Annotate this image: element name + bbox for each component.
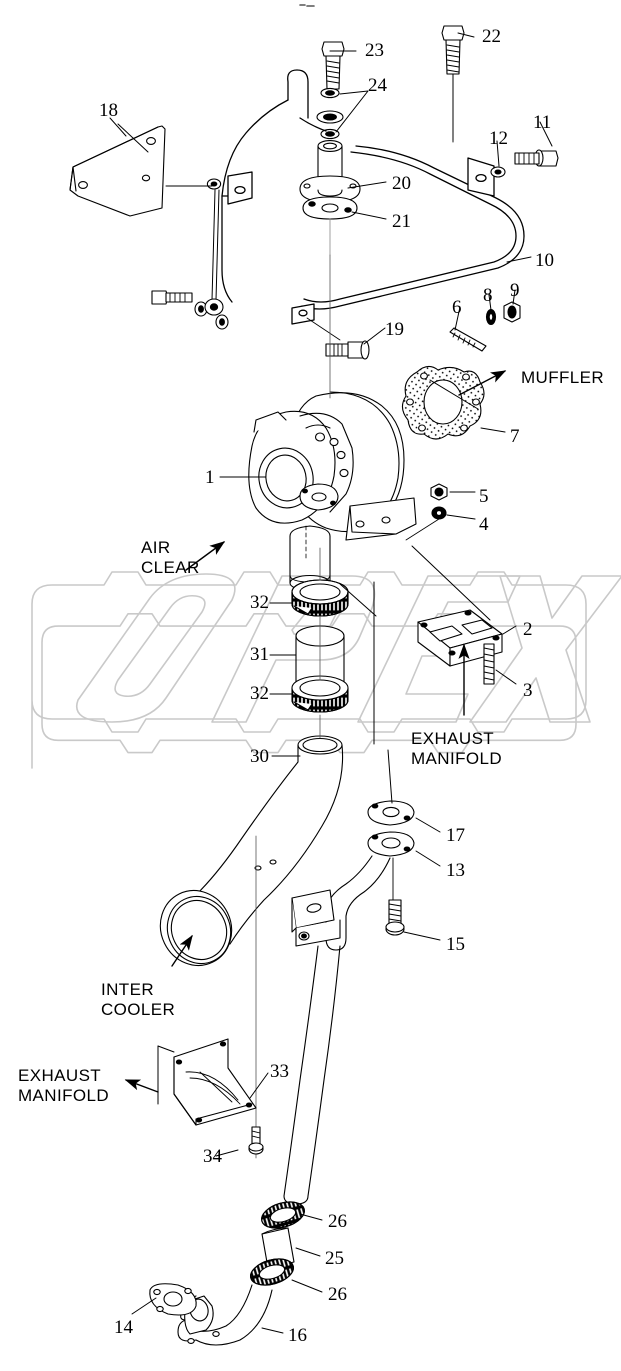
callout-22: 22 (482, 26, 501, 47)
part-13-gasket (367, 831, 415, 857)
annotation-air-clear: AIR CLEAR (141, 538, 200, 578)
annotation-arrows (124, 370, 507, 1105)
annotation-exhaust-manifold-low-line2: MANIFOLD (18, 1086, 110, 1105)
part-34-bolt (248, 1126, 264, 1155)
callout-24: 24 (368, 75, 387, 96)
part-18-support-bracket (69, 117, 166, 217)
annotation-exhaust-manifold-mid: EXHAUST MANIFOLD (411, 729, 502, 769)
part-21-gasket (302, 196, 358, 256)
oil-return-pipe-long (283, 945, 341, 1205)
part-15-bolt (385, 857, 405, 936)
callout-3: 3 (523, 680, 533, 701)
part-4-washer (405, 506, 447, 541)
pipe-clamp-bracket (291, 889, 341, 947)
callout-32-lower: 32 (250, 683, 269, 704)
callout-7: 7 (510, 426, 520, 447)
callout-15: 15 (446, 934, 465, 955)
callout-26-lower: 26 (328, 1284, 347, 1305)
callout-25: 25 (325, 1248, 344, 1269)
callout-6: 6 (452, 297, 462, 318)
scan-artifact (299, 4, 315, 7)
annotation-inter-cooler: INTER COOLER (101, 980, 175, 1020)
part-26-upper-clamp (261, 1201, 305, 1229)
callout-21: 21 (392, 211, 411, 232)
callout-31: 31 (250, 644, 269, 665)
annotation-exhaust-manifold-low: EXHAUST MANIFOLD (18, 1066, 109, 1106)
callout-32-upper: 32 (250, 592, 269, 613)
callout-17: 17 (446, 825, 465, 846)
callout-23: 23 (365, 40, 384, 61)
annotation-muffler: MUFFLER (521, 368, 605, 387)
callout-20: 20 (392, 173, 411, 194)
callout-2: 2 (523, 619, 533, 640)
part-14-gasket (149, 1283, 197, 1316)
callout-13: 13 (446, 860, 465, 881)
part-2-exhaust-gasket (417, 609, 503, 667)
callout-12: 12 (489, 128, 508, 149)
callout-19: 19 (385, 319, 404, 340)
part-32-upper-clamp (291, 579, 349, 617)
part-23-bolt (321, 41, 345, 90)
annotation-inter-cooler-line2: COOLER (101, 1000, 176, 1019)
callout-18: 18 (99, 100, 118, 121)
part-33-heat-shield (173, 1038, 257, 1126)
bolt-washer-cluster-left (151, 178, 229, 330)
annotation-exhaust-manifold-low-line1: EXHAUST (18, 1066, 102, 1085)
part-19-bolt (306, 317, 370, 360)
callout-14: 14 (114, 1317, 133, 1338)
callout-30: 30 (250, 746, 269, 767)
callout-1: 1 (205, 467, 215, 488)
part-17-gasket (367, 800, 415, 826)
leader-lines (117, 32, 553, 1334)
part-1-turbocharger (248, 254, 417, 592)
callout-26-upper: 26 (328, 1211, 347, 1232)
annotation-inter-cooler-line1: INTER (101, 980, 154, 999)
callout-4: 4 (479, 514, 489, 535)
part-20-filler-neck (299, 110, 361, 203)
callout-9: 9 (510, 280, 520, 301)
annotation-air-clear-line1: AIR (141, 538, 171, 557)
part-6-stud (449, 327, 487, 352)
part-5-nut (430, 483, 448, 501)
callout-5: 5 (479, 486, 489, 507)
annotation-exhaust-manifold-mid-line1: EXHAUST (411, 729, 495, 748)
callout-8: 8 (483, 285, 493, 306)
part-10-pipe-loop (221, 69, 525, 325)
annotation-air-clear-line2: CLEAR (141, 558, 200, 577)
callout-10: 10 (535, 250, 554, 271)
part-3-stud (483, 643, 495, 685)
part-26-lower-clamp (250, 1258, 294, 1286)
callout-34: 34 (203, 1146, 222, 1167)
part-11-bolt (514, 149, 559, 167)
part-32-lower-clamp (291, 547, 349, 713)
part-7-muffler-gasket (401, 365, 485, 440)
callout-16: 16 (288, 1325, 307, 1346)
part-12-washer (490, 166, 506, 178)
part-8-washer (485, 308, 497, 326)
part-25-rubber-hose (261, 1227, 295, 1269)
callout-33: 33 (270, 1061, 289, 1082)
annotation-exhaust-manifold-mid-line2: MANIFOLD (411, 749, 503, 768)
part-24-seal-rings (320, 87, 340, 140)
callout-11: 11 (533, 112, 552, 133)
part-9-nut (503, 301, 521, 323)
